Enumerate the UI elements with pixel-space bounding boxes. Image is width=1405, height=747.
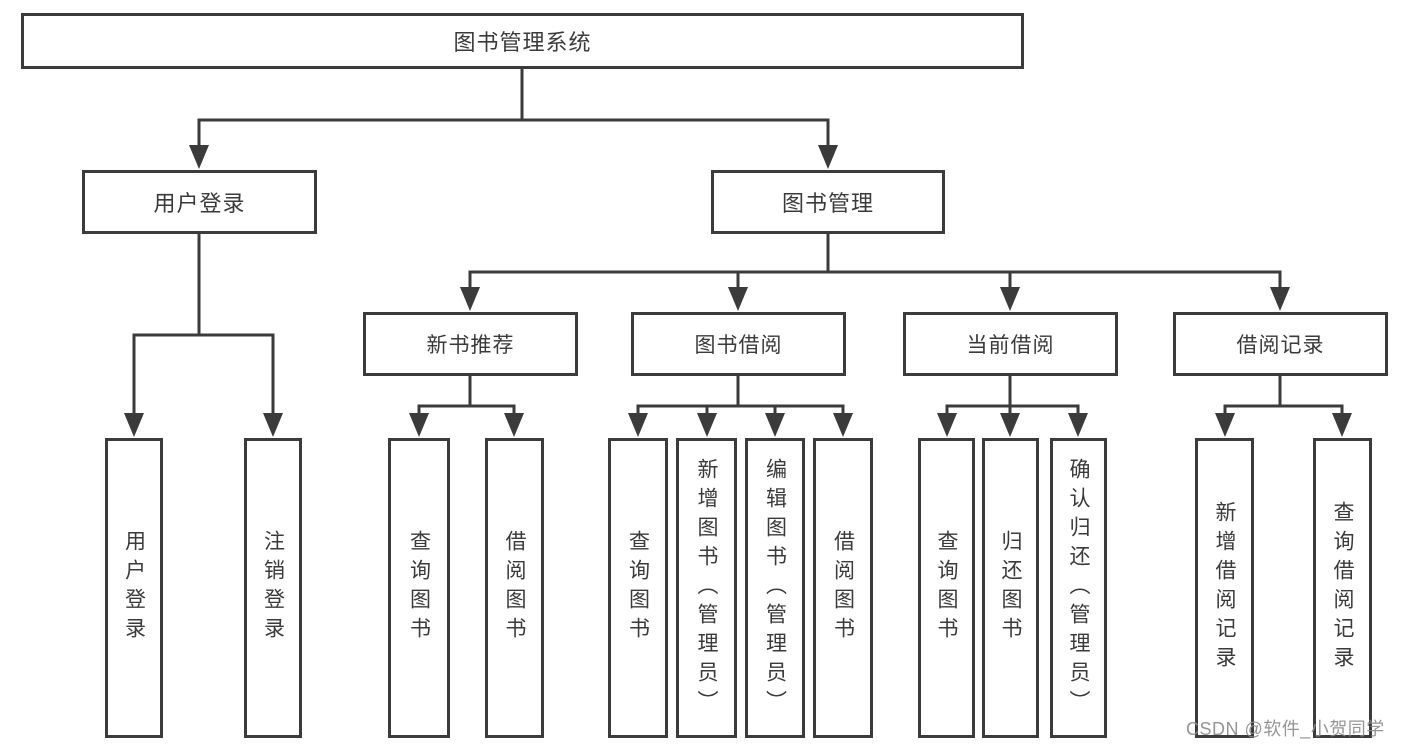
node-logout-action: 注销登录 xyxy=(244,438,302,738)
node-label: 查询借阅记录 xyxy=(1331,501,1354,675)
node-label: 借阅记录 xyxy=(1236,334,1325,357)
node-label: 用户登录 xyxy=(153,191,246,216)
node-label: 用户登录 xyxy=(122,530,146,646)
node-label: 查询图书 xyxy=(407,530,431,646)
node-label: 当前借阅 xyxy=(966,334,1055,357)
node-query-books-recommend: 查询图书 xyxy=(388,438,450,738)
node-label: 编辑图书（管理员） xyxy=(763,457,787,719)
node-label: 借阅图书 xyxy=(503,530,526,646)
node-query-books-borrow: 查询图书 xyxy=(608,438,668,738)
node-borrow-books: 借阅图书 xyxy=(813,438,873,738)
node-new-book-recommend: 新书推荐 xyxy=(363,312,578,376)
node-label: 确认归还（管理员） xyxy=(1067,457,1090,719)
node-label: 图书管理系统 xyxy=(453,30,592,55)
node-query-books-current: 查询图书 xyxy=(918,438,975,738)
node-query-borrow-record: 查询借阅记录 xyxy=(1313,438,1372,738)
csdn-watermark: CSDN @软件_小贺同学 xyxy=(1186,719,1385,739)
node-label: 图书借阅 xyxy=(694,334,783,357)
node-confirm-return-admin: 确认归还（管理员） xyxy=(1050,438,1107,738)
node-current-borrowing: 当前借阅 xyxy=(903,312,1118,376)
node-add-borrow-record: 新增借阅记录 xyxy=(1195,438,1254,738)
node-book-borrowing: 图书借阅 xyxy=(631,312,846,376)
node-user-login-action: 用户登录 xyxy=(105,438,163,738)
node-label: 归还图书 xyxy=(999,530,1022,646)
node-library-management-system: 图书管理系统 xyxy=(21,13,1024,69)
node-label: 图书管理 xyxy=(781,191,874,216)
node-label: 注销登录 xyxy=(261,530,285,646)
node-edit-books-admin: 编辑图书（管理员） xyxy=(745,438,805,738)
node-return-books: 归还图书 xyxy=(982,438,1039,738)
node-label: 新增图书（管理员） xyxy=(695,457,718,719)
node-label: 查询图书 xyxy=(935,530,958,646)
node-user-login: 用户登录 xyxy=(82,170,317,234)
node-borrowing-records: 借阅记录 xyxy=(1173,312,1388,376)
node-label: 新增借阅记录 xyxy=(1213,501,1236,675)
node-borrow-books-recommend: 借阅图书 xyxy=(485,438,544,738)
node-add-books-admin: 新增图书（管理员） xyxy=(676,438,737,738)
node-book-management: 图书管理 xyxy=(711,170,945,234)
node-label: 借阅图书 xyxy=(831,530,855,646)
node-label: 新书推荐 xyxy=(426,334,515,357)
node-label: 查询图书 xyxy=(626,530,650,646)
